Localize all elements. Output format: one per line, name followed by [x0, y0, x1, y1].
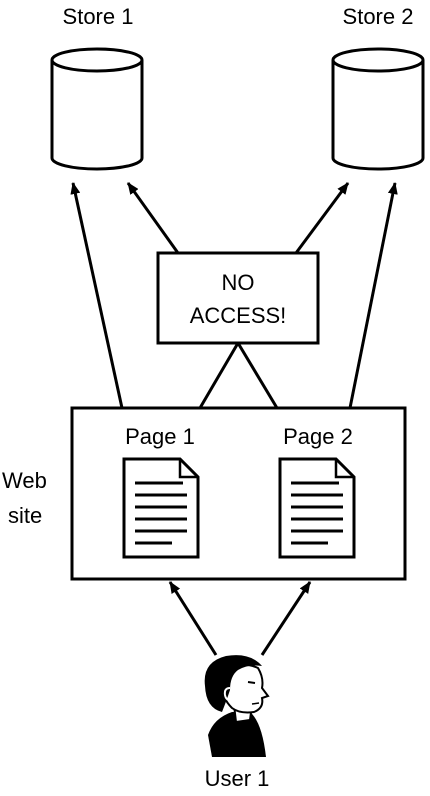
store-1-label: Store 1 [63, 4, 134, 29]
page-2-document-icon [278, 457, 356, 559]
store-2-database-icon [331, 47, 425, 171]
no-access-line1: NO [222, 270, 255, 295]
arrow-website-to-store-2 [348, 182, 398, 409]
page-2-label: Page 2 [283, 424, 353, 449]
website-label-line2: site [8, 503, 42, 528]
arrow-user-to-website-right [260, 581, 312, 656]
arrow-noaccess-to-store-1 [126, 182, 180, 254]
page-1-document-icon [122, 457, 200, 559]
line-website-to-noaccess-left [198, 342, 240, 409]
page-1-label: Page 1 [125, 424, 195, 449]
arrow-website-to-store-1 [70, 182, 124, 409]
line-website-to-noaccess-right [236, 342, 279, 409]
no-access-box [156, 251, 320, 345]
user-1-label: User 1 [205, 766, 270, 791]
website-label-line1: Web [2, 468, 47, 493]
arrow-noaccess-to-store-2 [294, 182, 350, 254]
no-access-line2: ACCESS! [190, 303, 287, 328]
store-1-database-icon [50, 47, 144, 171]
person-head-icon [204, 655, 270, 757]
store-2-label: Store 2 [343, 4, 414, 29]
arrow-user-to-website-left [168, 581, 218, 656]
